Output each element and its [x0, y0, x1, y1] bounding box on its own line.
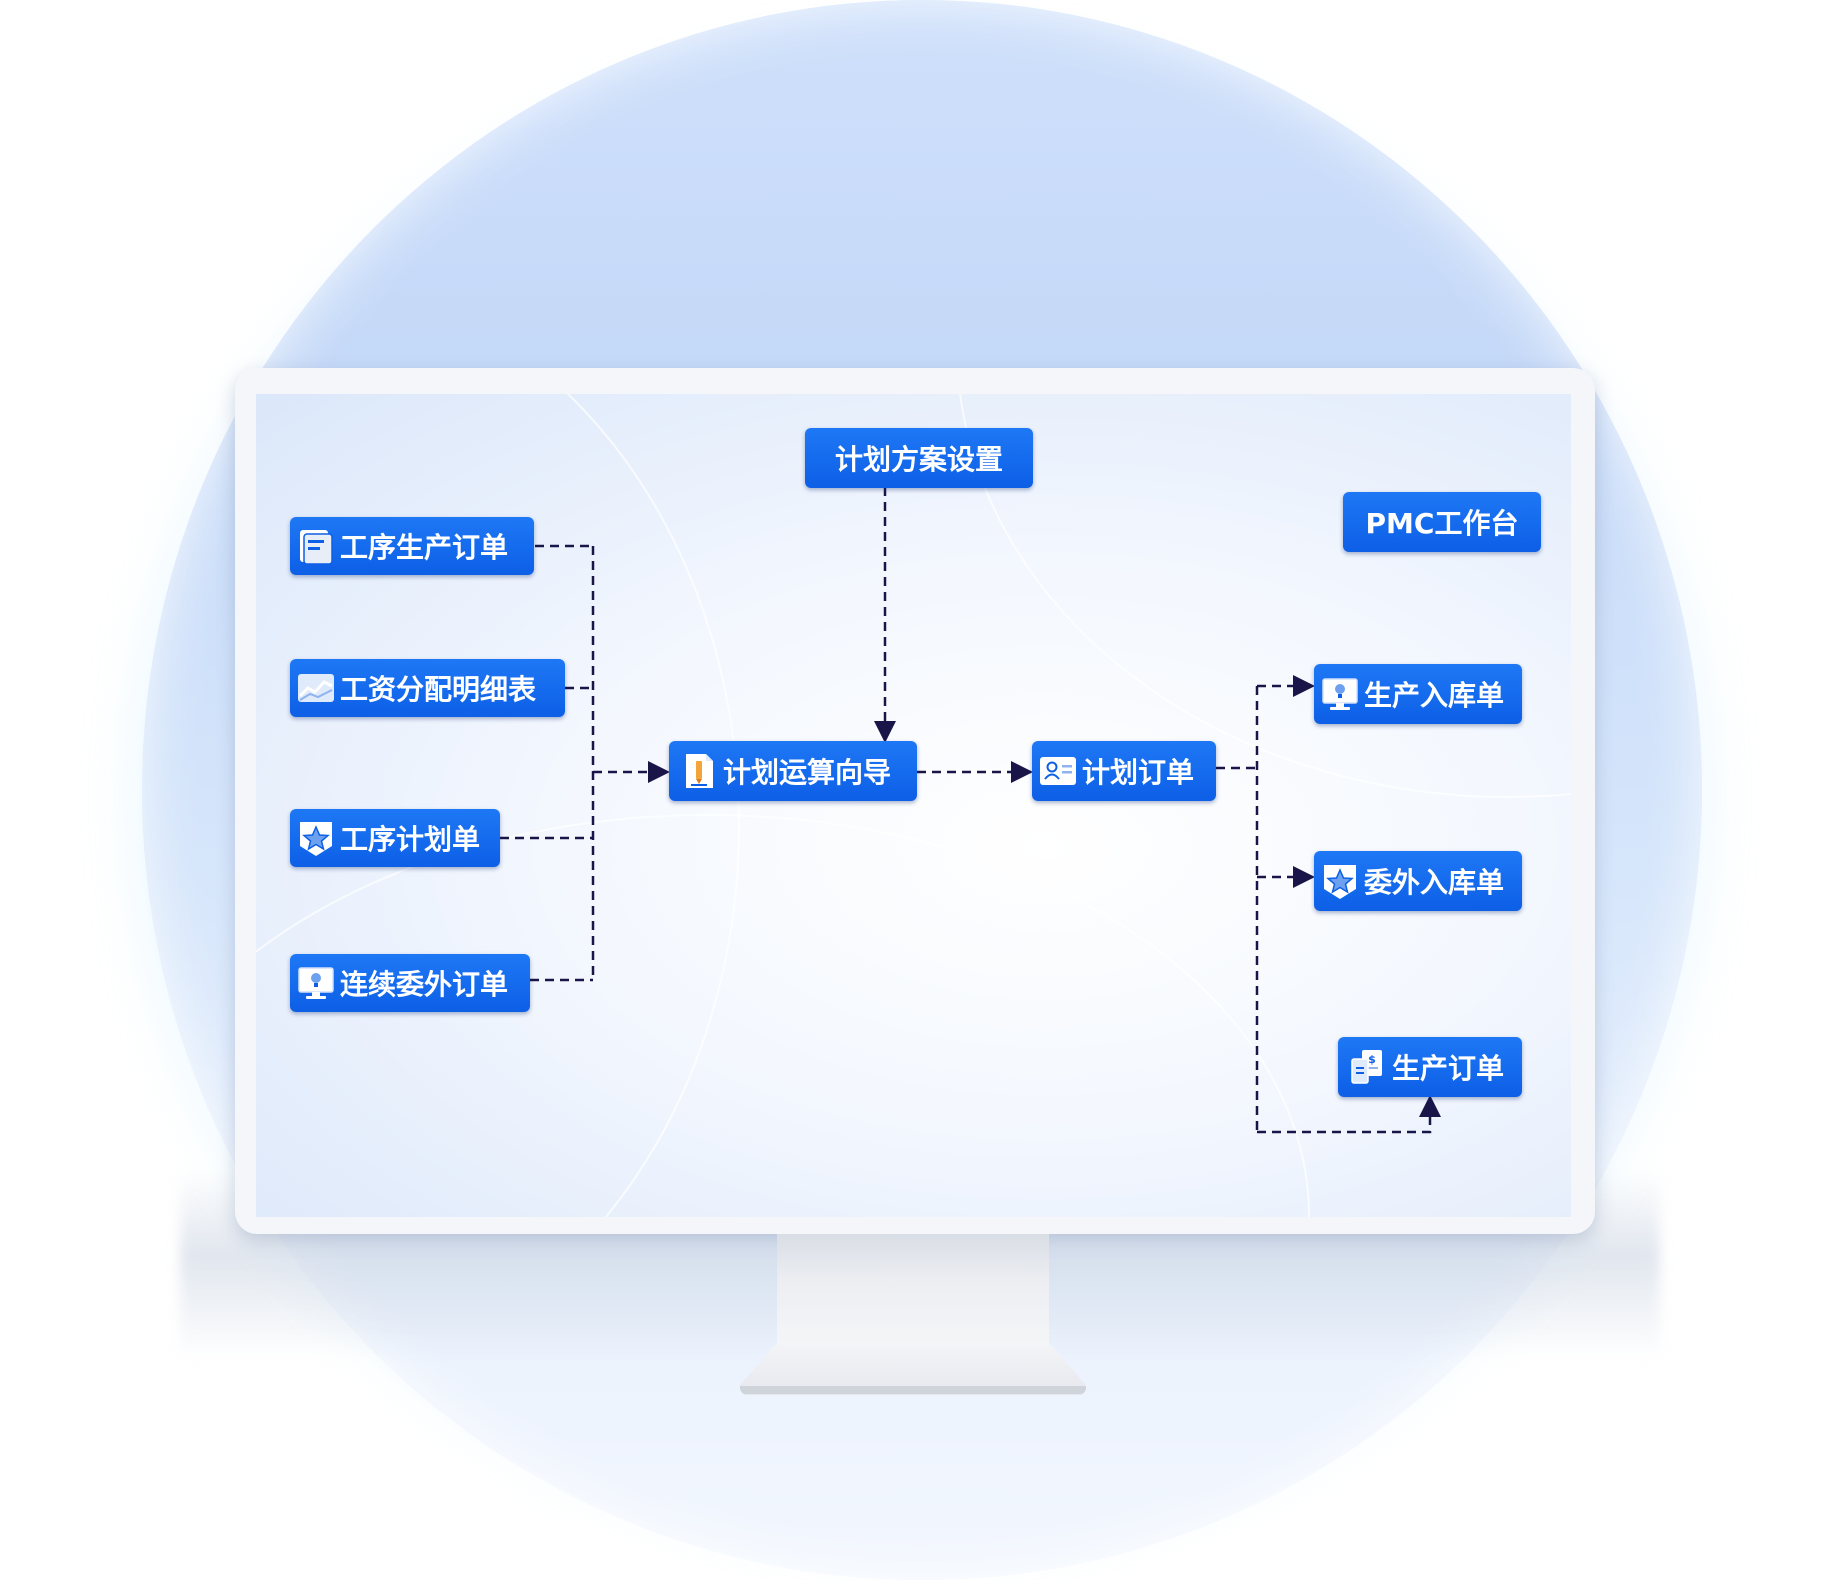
- node-production-order[interactable]: $ 生产订单: [1338, 1037, 1522, 1097]
- contact-card-icon: [1040, 757, 1076, 785]
- monitor-bulb-icon: [1322, 678, 1358, 710]
- node-production-warehousing[interactable]: 生产入库单: [1314, 664, 1522, 724]
- star-badge-icon: [300, 822, 332, 856]
- connector-to-production-order: [1257, 1095, 1441, 1134]
- money-documents-icon: $: [1351, 1050, 1382, 1084]
- node-wage-distribution-detail[interactable]: 工资分配明细表: [290, 659, 565, 717]
- node-pmc-workbench[interactable]: PMC工作台: [1343, 492, 1541, 552]
- monitor-stand-neck: [777, 1234, 1049, 1352]
- document-icon: [300, 530, 333, 565]
- node-label: 工序计划单: [340, 823, 481, 856]
- node-label: PMC工作台: [1365, 507, 1519, 540]
- monitor-stand-foot: [740, 1386, 1086, 1394]
- node-plan-order[interactable]: 计划订单: [1032, 741, 1216, 801]
- node-label: 委外入库单: [1364, 866, 1505, 899]
- node-plan-scheme-setup[interactable]: 计划方案设置: [805, 428, 1033, 488]
- node-label: 连续委外订单: [340, 968, 509, 1001]
- monitor-bulb-icon: [298, 967, 334, 999]
- node-label: 工序生产订单: [340, 531, 509, 564]
- star-badge-icon: [1324, 865, 1356, 899]
- node-process-plan[interactable]: 工序计划单: [290, 809, 500, 867]
- node-plan-calculation-wizard[interactable]: 计划运算向导: [669, 741, 917, 801]
- node-process-production-order[interactable]: 工序生产订单: [290, 517, 534, 575]
- node-label: 生产订单: [1392, 1052, 1505, 1085]
- node-label: 计划订单: [1082, 756, 1195, 789]
- node-label: 工资分配明细表: [340, 673, 537, 706]
- edit-document-icon: [686, 754, 713, 788]
- svg-text:$: $: [1368, 1053, 1376, 1066]
- trend-chart-icon: [298, 674, 334, 702]
- node-label: 计划方案设置: [834, 443, 1003, 476]
- screen-swirl: [256, 394, 740, 1217]
- node-label: 生产入库单: [1364, 679, 1505, 712]
- node-outsource-warehousing[interactable]: 委外入库单: [1314, 851, 1522, 911]
- node-continuous-outsource-order[interactable]: 连续委外订单: [290, 954, 530, 1012]
- node-label: 计划运算向导: [723, 756, 892, 789]
